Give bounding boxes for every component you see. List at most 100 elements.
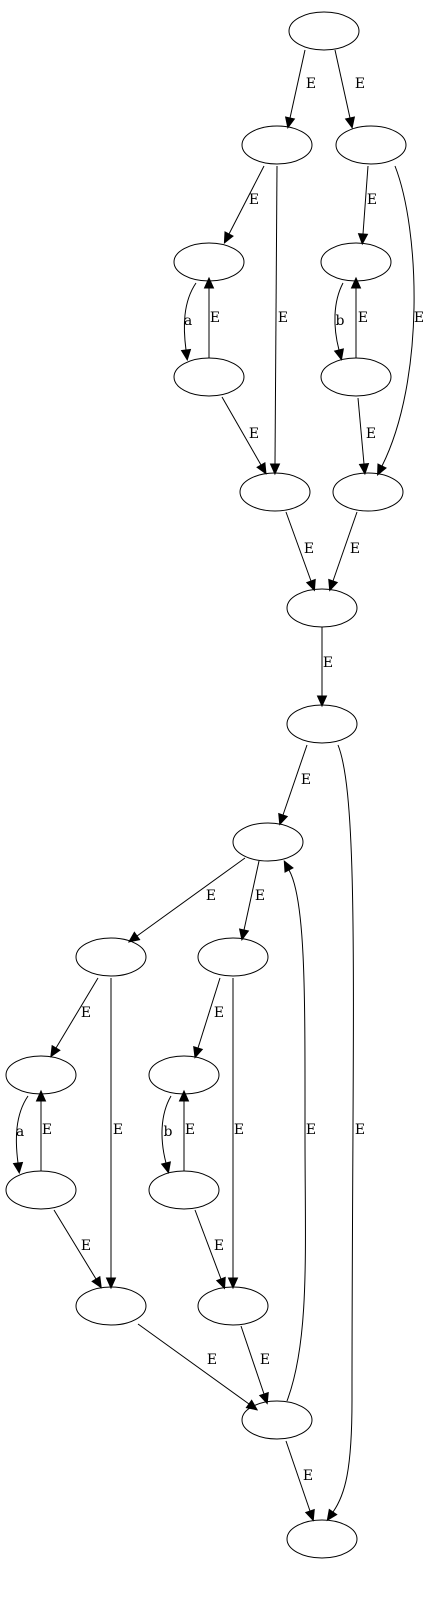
edge: a <box>180 282 197 362</box>
arrowhead <box>12 1161 24 1175</box>
edge-label: E <box>249 192 259 208</box>
edge: E <box>221 396 267 475</box>
state-node <box>239 472 311 512</box>
state-node <box>75 1286 147 1326</box>
state-ellipse <box>5 1170 77 1210</box>
edge: E <box>240 1325 270 1405</box>
edge-line <box>243 860 260 931</box>
arrowhead <box>105 1277 117 1290</box>
arrowhead <box>178 1089 190 1102</box>
edge-line <box>334 282 344 351</box>
arrowhead <box>127 931 141 943</box>
edge-label: E <box>358 310 368 326</box>
state-node <box>197 937 269 977</box>
edge-label: E <box>234 1122 244 1138</box>
state-node <box>5 1170 77 1210</box>
nodes <box>5 11 407 1559</box>
edge: E <box>357 165 377 246</box>
arrowhead <box>344 116 356 129</box>
edge-label: E <box>206 888 216 904</box>
edge-line <box>137 1323 250 1405</box>
edge-line <box>228 165 265 235</box>
edge-line <box>381 165 415 467</box>
state-node <box>173 242 245 282</box>
arrowhead <box>283 860 294 873</box>
edge: E <box>326 744 365 1522</box>
state-ellipse <box>286 1519 358 1559</box>
edge: E <box>377 165 424 477</box>
state-ellipse <box>332 472 404 512</box>
state-node <box>241 1400 313 1440</box>
arrowhead <box>160 1161 171 1174</box>
edge-label: E <box>81 1238 91 1254</box>
edge: E <box>203 276 220 358</box>
edge-label: E <box>207 1352 217 1368</box>
state-ellipse <box>239 472 311 512</box>
arrowhead <box>357 233 369 246</box>
state-node <box>320 357 392 397</box>
edge: E <box>53 1209 102 1289</box>
state-node <box>320 242 392 282</box>
edge-label: b <box>336 313 345 329</box>
edge: b <box>333 282 345 361</box>
edge-line <box>282 744 308 816</box>
edge: E <box>193 977 224 1059</box>
state-ellipse <box>241 1400 313 1440</box>
edge-line <box>15 1095 29 1164</box>
state-ellipse <box>288 11 360 51</box>
arrowhead <box>258 1391 269 1405</box>
edge-line <box>332 744 354 1513</box>
state-ellipse <box>197 937 269 977</box>
edge-line <box>289 49 306 119</box>
edge: E <box>284 49 316 129</box>
edge: E <box>269 165 288 476</box>
edge: E <box>105 978 123 1290</box>
arrowhead <box>358 463 370 476</box>
edge: E <box>35 1089 52 1171</box>
state-ellipse <box>320 242 392 282</box>
edge-label: E <box>255 888 265 904</box>
edge-label: E <box>185 1122 195 1138</box>
edge: E <box>278 744 311 826</box>
edge-line <box>332 511 358 582</box>
edge-label: E <box>355 76 365 92</box>
arrowhead <box>50 1044 61 1058</box>
edge-line <box>161 1095 172 1164</box>
edge-label: E <box>214 1005 224 1021</box>
edge: E <box>137 1323 259 1411</box>
edge-line <box>357 397 365 465</box>
edge: E <box>350 276 368 358</box>
state-node <box>148 1170 220 1210</box>
edge-line <box>285 1440 311 1512</box>
edge-label: E <box>210 310 220 326</box>
edge-label: E <box>214 1238 224 1254</box>
edge-line <box>362 165 369 235</box>
state-ellipse <box>286 704 358 744</box>
arrowhead <box>203 276 215 289</box>
edge: E <box>283 860 316 1402</box>
edge: b <box>160 1095 173 1174</box>
edge-label: E <box>42 1122 52 1138</box>
state-node <box>332 472 404 512</box>
edge: E <box>178 1089 195 1171</box>
state-ellipse <box>75 1286 147 1326</box>
edge-label: E <box>260 1352 270 1368</box>
edge-line <box>285 511 312 582</box>
state-ellipse <box>148 1055 220 1095</box>
state-node <box>288 11 360 51</box>
state-node <box>197 1286 269 1326</box>
state-ellipse <box>75 937 147 977</box>
state-node <box>148 1055 220 1095</box>
edge: E <box>194 1209 226 1290</box>
edge-label: E <box>350 541 360 557</box>
state-node <box>335 125 407 165</box>
edge-label: E <box>304 541 314 557</box>
edge-label: a <box>16 1124 24 1140</box>
state-node <box>286 704 358 744</box>
edge-label: b <box>164 1124 173 1140</box>
state-node <box>241 125 313 165</box>
edge: E <box>334 49 365 129</box>
edge: E <box>285 1440 315 1522</box>
state-ellipse <box>241 125 313 165</box>
